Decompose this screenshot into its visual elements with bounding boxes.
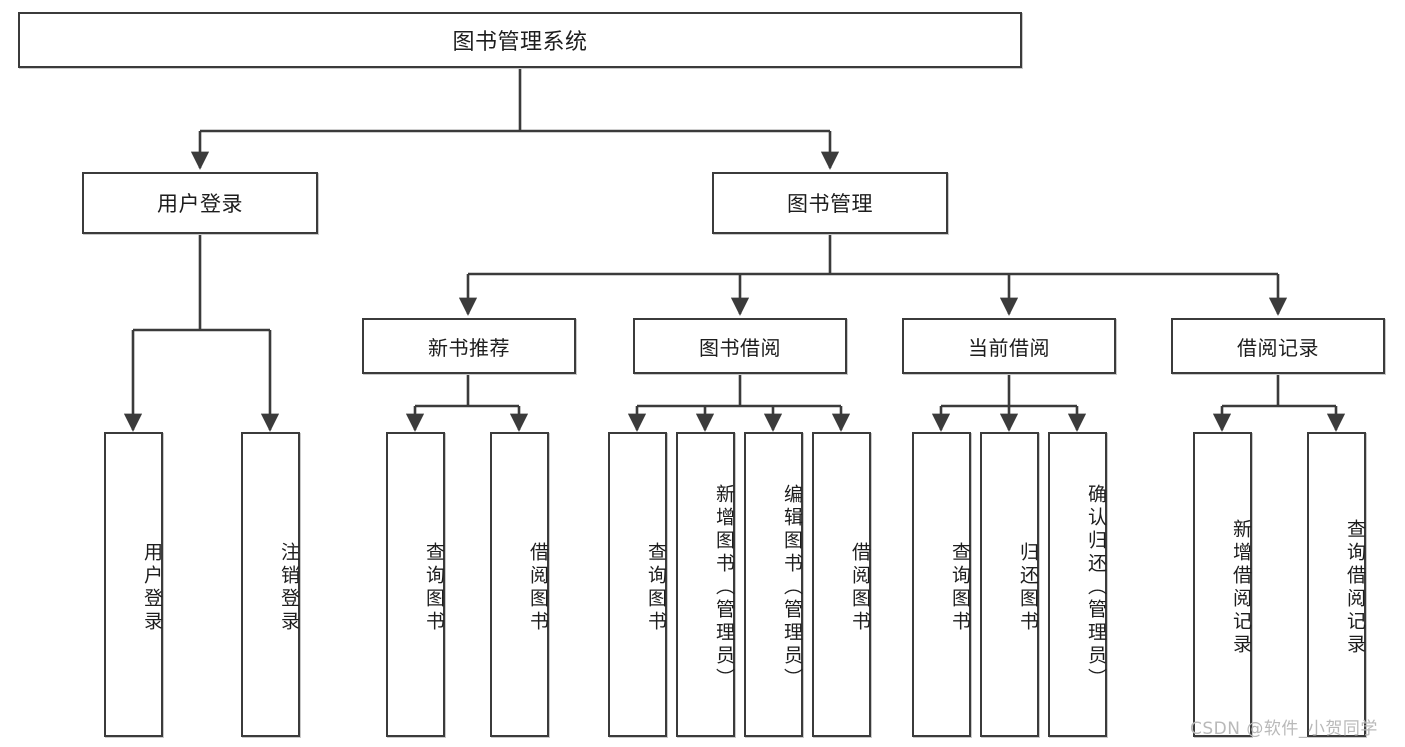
node-label: 归还图书 <box>1017 541 1039 634</box>
leaf-new-book-query-book[interactable]: 查询图书 <box>386 432 445 737</box>
leaf-current-borrow-query-book[interactable]: 查询图书 <box>912 432 971 737</box>
leaf-new-book-borrow-book[interactable]: 借阅图书 <box>490 432 549 737</box>
node-label: 查询图书 <box>645 541 667 634</box>
node-label: 当前借阅 <box>968 335 1050 360</box>
leaf-current-borrow-confirm-return-admin[interactable]: 确认归还（管理员） <box>1048 432 1107 737</box>
leaf-current-borrow-return-book[interactable]: 归还图书 <box>980 432 1039 737</box>
node-label: 查询图书 <box>949 541 971 634</box>
node-label: 借阅记录 <box>1237 335 1319 360</box>
node-new-book-recommend[interactable]: 新书推荐 <box>362 318 576 374</box>
node-label: 查询图书 <box>423 541 445 634</box>
leaf-borrow-record-add-record[interactable]: 新增借阅记录 <box>1193 432 1252 737</box>
node-label: 图书借阅 <box>699 335 781 360</box>
node-label: 新增借阅记录 <box>1230 518 1252 657</box>
leaf-book-borrow-borrow-book[interactable]: 借阅图书 <box>812 432 871 737</box>
node-user-login[interactable]: 用户登录 <box>82 172 318 234</box>
node-borrow-record[interactable]: 借阅记录 <box>1171 318 1385 374</box>
node-label: 编辑图书（管理员） <box>781 484 803 691</box>
node-book-borrow[interactable]: 图书借阅 <box>633 318 847 374</box>
leaf-book-borrow-edit-book-admin[interactable]: 编辑图书（管理员） <box>744 432 803 737</box>
leaf-book-borrow-query-book[interactable]: 查询图书 <box>608 432 667 737</box>
node-label: 图书管理系统 <box>452 30 588 55</box>
node-label: 查询借阅记录 <box>1344 518 1366 657</box>
leaf-user-login-signout[interactable]: 注销登录 <box>241 432 300 737</box>
node-current-borrow[interactable]: 当前借阅 <box>902 318 1116 374</box>
node-label: 确认归还（管理员） <box>1085 484 1107 691</box>
leaf-book-borrow-add-book-admin[interactable]: 新增图书（管理员） <box>676 432 735 737</box>
node-label: 用户登录 <box>141 541 163 634</box>
node-label: 注销登录 <box>278 541 300 634</box>
node-label: 新书推荐 <box>428 335 510 360</box>
csdn-watermark: CSDN @软件_小贺同学 <box>1190 719 1378 739</box>
node-label: 图书管理 <box>787 192 873 216</box>
node-root-book-management-system[interactable]: 图书管理系统 <box>18 12 1022 68</box>
node-label: 借阅图书 <box>527 541 549 634</box>
node-label: 用户登录 <box>157 192 243 216</box>
leaf-borrow-record-query-record[interactable]: 查询借阅记录 <box>1307 432 1366 737</box>
node-label: 借阅图书 <box>849 541 871 634</box>
leaf-user-login-signin[interactable]: 用户登录 <box>104 432 163 737</box>
node-book-management[interactable]: 图书管理 <box>712 172 948 234</box>
node-label: 新增图书（管理员） <box>713 484 735 691</box>
